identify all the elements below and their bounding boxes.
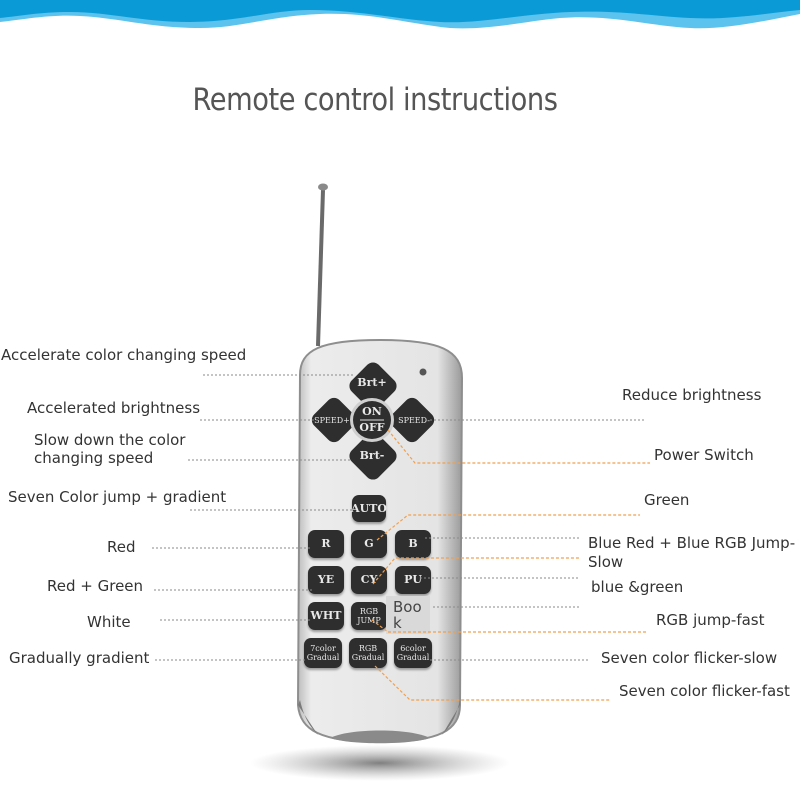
book-overlay: Boo k	[386, 596, 430, 634]
white-key[interactable]: WHT	[308, 602, 344, 630]
yellow-key[interactable]: YE	[308, 566, 344, 594]
seven-color-gradual-key-line1: 7color	[310, 644, 336, 653]
book-overlay-line1: Boo	[393, 598, 422, 616]
header-wave-decoration	[0, 0, 800, 29]
label-accelerated-brightness: Accelerated brightness	[27, 399, 201, 417]
label-blue-green: blue &green	[591, 578, 684, 596]
speed-up-key[interactable]: SPEED+	[314, 415, 350, 425]
purple-key[interactable]: PU	[395, 566, 431, 594]
speed-down-key[interactable]: SPEED-	[398, 415, 430, 425]
six-color-gradual-key-line1: 6color	[400, 644, 426, 653]
label-red-green: Red + Green	[47, 577, 144, 595]
rgb-jump-key-line1: RGB	[359, 607, 379, 616]
label-seven-color-flicker-slow: Seven color flicker-slow	[601, 649, 778, 667]
label-red: Red	[107, 538, 136, 556]
off-key[interactable]: OFF	[359, 421, 385, 434]
blue-key[interactable]: B	[395, 530, 431, 558]
auto-key[interactable]: AUTO	[351, 495, 387, 522]
label-white: White	[87, 613, 131, 631]
six-color-gradual-key[interactable]: 6color Gradual	[394, 638, 432, 668]
label-gradually-gradient: Gradually gradient	[9, 649, 150, 667]
rgb-gradual-key-line1: RGB	[358, 644, 378, 653]
label-seven-color-flicker-fast: Seven color flicker-fast	[619, 682, 790, 700]
rgb-jump-key[interactable]: RGB JUMP	[351, 602, 387, 630]
label-reduce-brightness: Reduce brightness	[622, 386, 762, 404]
book-overlay-line2: k	[393, 614, 402, 632]
label-seven-color-jump-gradient: Seven Color jump + gradient	[8, 488, 227, 506]
cyan-key[interactable]: CY	[351, 566, 387, 594]
rgb-gradual-key-line2: Gradual	[351, 653, 385, 662]
red-key[interactable]: R	[308, 530, 344, 558]
page-title: Remote control instructions	[192, 82, 558, 118]
rgb-jump-key-line2: JUMP	[357, 616, 381, 625]
label-rgb-jump-fast: RGB jump-fast	[656, 611, 765, 629]
label-accelerate-color-speed: Accelerate color changing speed	[1, 346, 247, 364]
green-key[interactable]: G	[351, 530, 387, 558]
label-green: Green	[644, 491, 690, 509]
on-key[interactable]: ON	[362, 405, 382, 418]
rgb-gradual-key[interactable]: RGB Gradual	[349, 638, 387, 668]
label-power-switch: Power Switch	[654, 446, 754, 464]
brightness-down-key[interactable]: Brt-	[359, 449, 385, 462]
six-color-gradual-key-line2: Gradual	[396, 653, 430, 662]
seven-color-gradual-key[interactable]: 7color Gradual	[304, 638, 342, 668]
seven-color-gradual-key-line2: Gradual	[306, 653, 340, 662]
label-blue-line2: Slow	[588, 553, 624, 571]
label-slow-down-color-line1: Slow down the color	[34, 431, 186, 449]
label-blue-line1: Blue Red + Blue RGB Jump-	[588, 534, 796, 552]
label-slow-down-color-line2: changing speed	[34, 449, 154, 467]
brightness-up-key[interactable]: Brt+	[357, 376, 387, 389]
